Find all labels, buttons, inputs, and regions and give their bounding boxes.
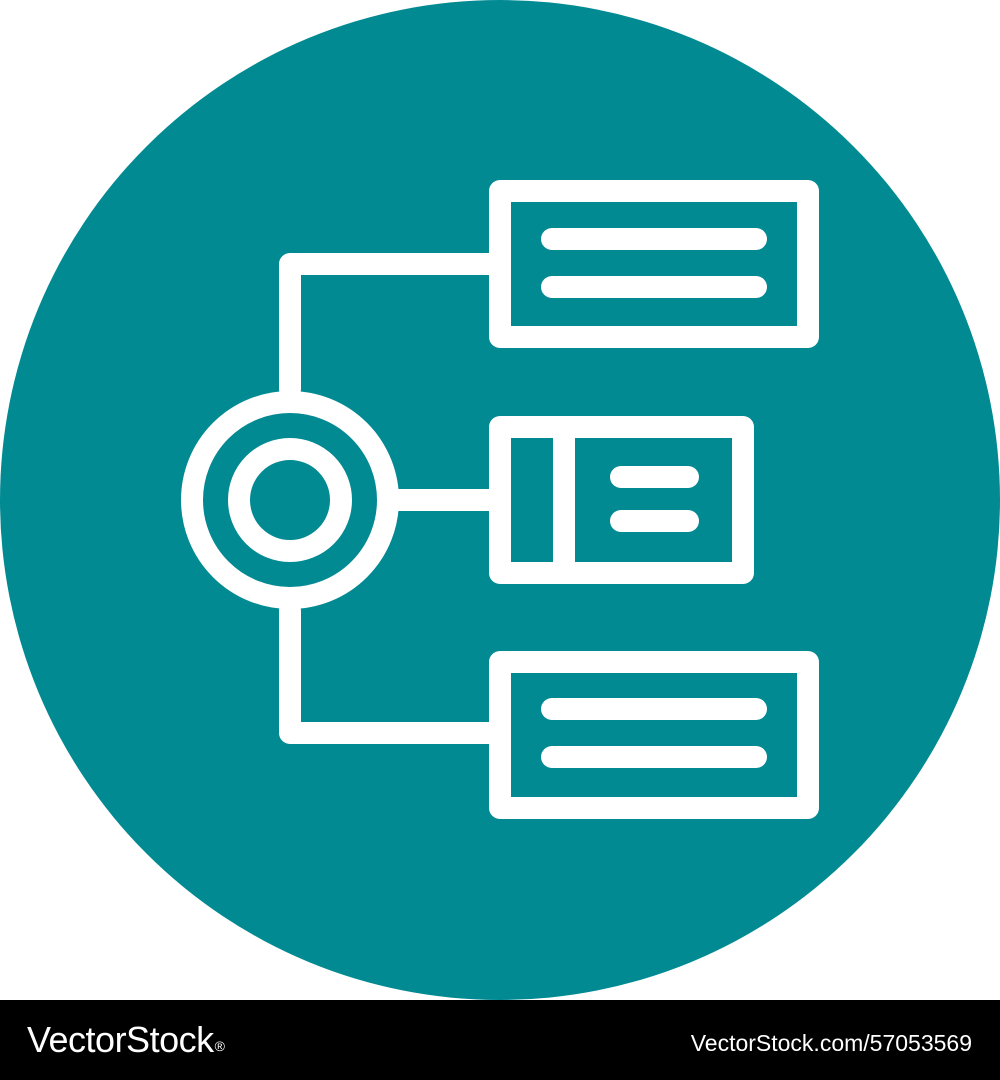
brand-logo: VectorStock®: [27, 1016, 225, 1064]
registered-mark: ®: [214, 1038, 225, 1054]
brand-name: VectorStock: [27, 1019, 214, 1060]
flowchart-graphic: [181, 180, 819, 819]
hub-inner-ring: [228, 438, 352, 562]
connector-top: [279, 253, 511, 400]
top-card: [489, 180, 819, 348]
flowchart-hierarchy-icon: [0, 0, 1000, 1000]
watermark-footer: VectorStock® VectorStock.com/57053569: [0, 1000, 1000, 1080]
connector-bottom: [279, 600, 511, 744]
image-id-label: VectorStock.com/57053569: [690, 1030, 972, 1056]
bottom-card: [489, 651, 819, 819]
middle-card: [489, 416, 754, 584]
